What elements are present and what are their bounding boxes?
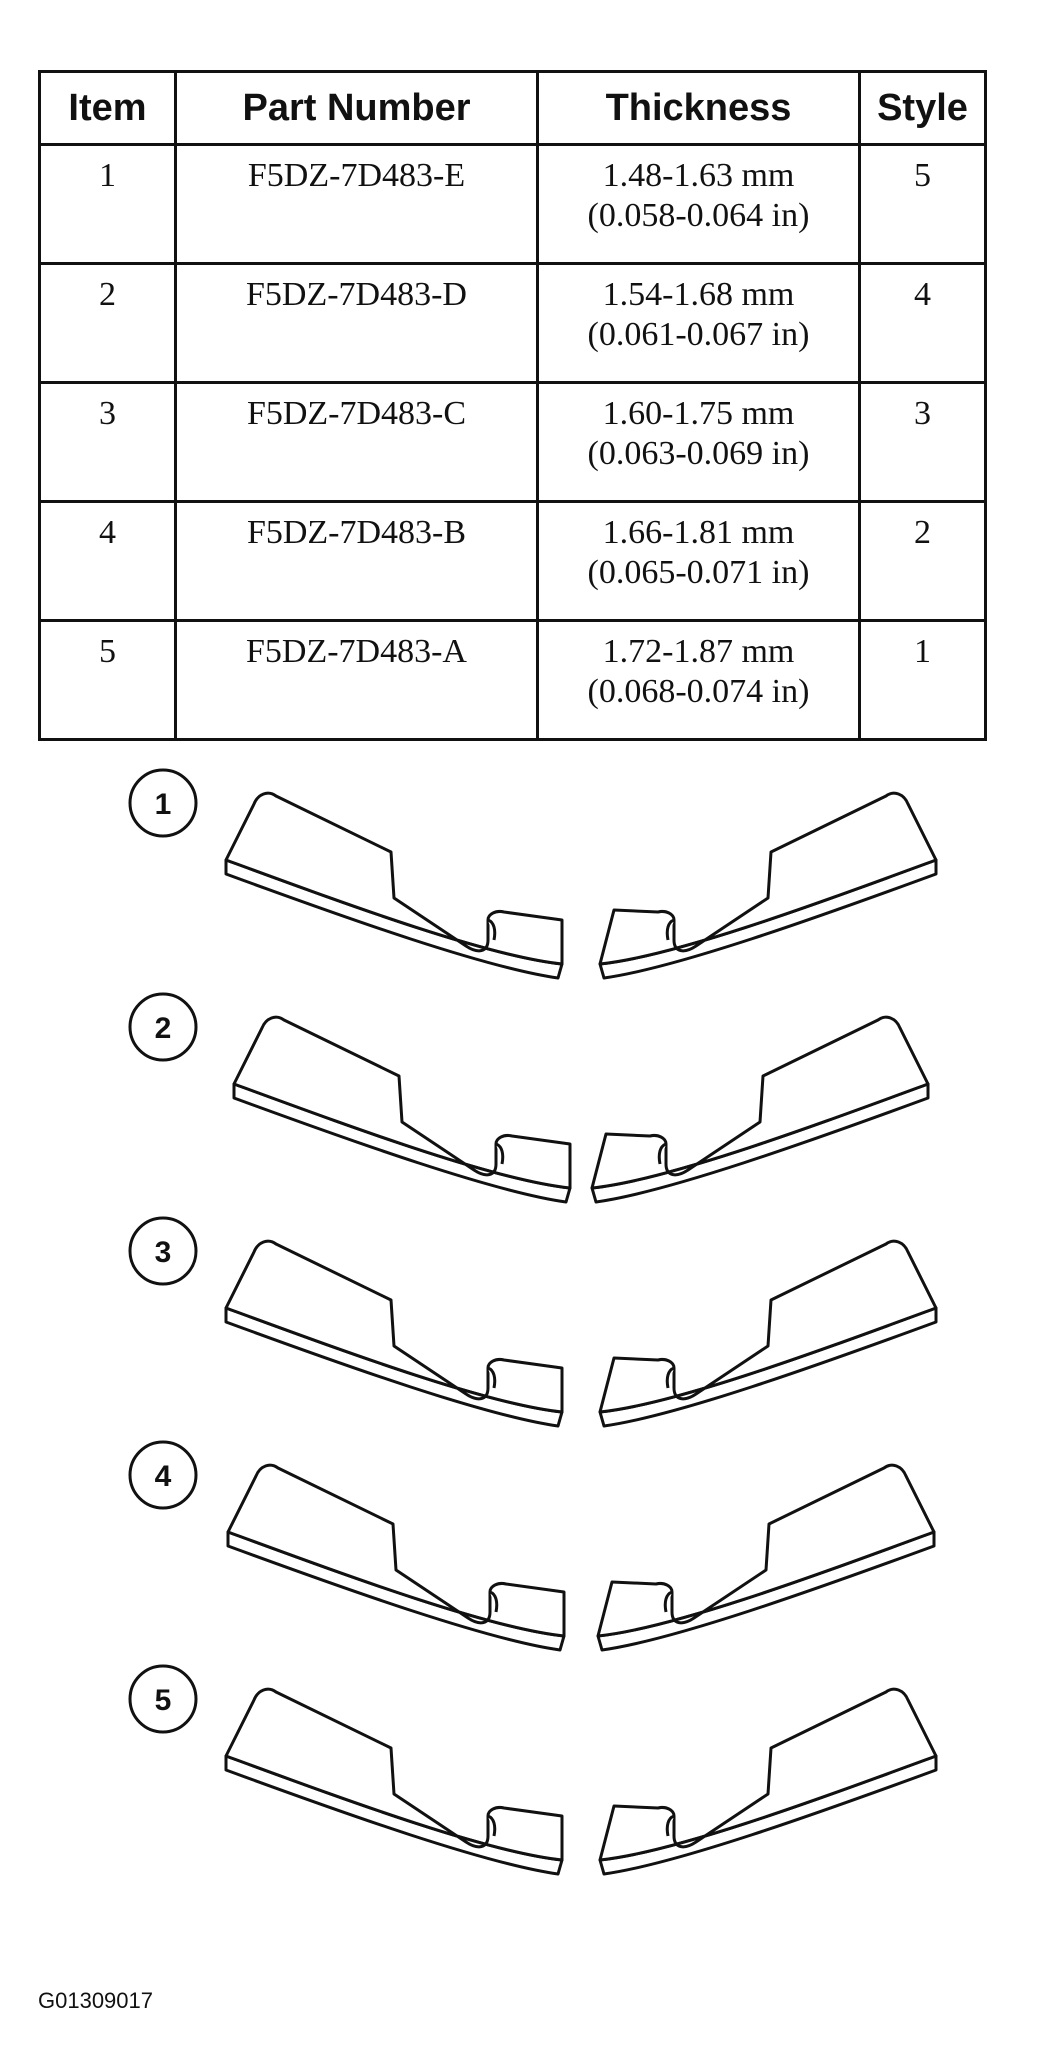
figure-code: G01309017 [38,1988,153,2013]
style-label-3: 3 [155,1236,172,1269]
style-row-2: 2 [128,992,930,1204]
cell-style: 5 [858,143,987,265]
cell-item: 3 [38,381,177,503]
table-row: 4 F5DZ-7D483-B 1.66-1.81 mm(0.065-0.071 … [38,500,987,622]
shim-left-style-3 [224,1239,564,1428]
cell-item: 4 [38,500,177,622]
cell-thickness: 1.66-1.81 mm(0.065-0.071 in) [536,500,861,622]
shim-right-style-5 [598,1687,938,1876]
style-row-3: 3 [128,1216,938,1428]
cell-part-number: F5DZ-7D483-D [174,262,539,384]
table-row: 1 F5DZ-7D483-E 1.48-1.63 mm(0.058-0.064 … [38,143,987,265]
parts-table: Item Part Number Thickness Style 1 F5DZ-… [38,70,987,741]
style-label-1: 1 [155,788,172,821]
header-item: Item [38,70,177,146]
cell-part-number: F5DZ-7D483-C [174,381,539,503]
style-badge-2 [128,992,198,1062]
style-row-5: 5 [128,1664,938,1876]
cell-part-number: F5DZ-7D483-E [174,143,539,265]
cell-item: 1 [38,143,177,265]
style-row-4: 4 [128,1440,936,1652]
shim-left-style-2 [232,1015,572,1204]
table-header-row: Item Part Number Thickness Style [38,70,987,146]
shim-left-style-1 [224,791,564,980]
shim-right-style-1 [598,791,938,980]
thickness-mm: 1.72-1.87 mm [602,633,795,670]
header-style: Style [858,70,987,146]
cell-thickness: 1.72-1.87 mm(0.068-0.074 in) [536,619,861,741]
cell-item: 5 [38,619,177,741]
cell-thickness: 1.48-1.63 mm(0.058-0.064 in) [536,143,861,265]
cell-style: 1 [858,619,987,741]
shim-right-style-4 [596,1463,936,1652]
style-badge-5 [128,1664,198,1734]
header-part-number: Part Number [174,70,539,146]
thickness-mm: 1.60-1.75 mm [602,395,795,432]
thickness-in: (0.065-0.071 in) [587,554,810,591]
table-row: 3 F5DZ-7D483-C 1.60-1.75 mm(0.063-0.069 … [38,381,987,503]
style-label-4: 4 [155,1460,172,1493]
cell-thickness: 1.54-1.68 mm(0.061-0.067 in) [536,262,861,384]
cell-style: 3 [858,381,987,503]
table-row: 5 F5DZ-7D483-A 1.72-1.87 mm(0.068-0.074 … [38,619,987,741]
style-label-2: 2 [155,1012,172,1045]
cell-item: 2 [38,262,177,384]
thickness-mm: 1.54-1.68 mm [602,276,795,313]
thickness-in: (0.068-0.074 in) [587,673,810,710]
style-badge-1 [128,768,198,838]
thickness-mm: 1.48-1.63 mm [602,157,795,194]
thickness-in: (0.063-0.069 in) [587,435,810,472]
style-label-5: 5 [155,1684,172,1717]
shim-left-style-4 [226,1463,566,1652]
thickness-mm: 1.66-1.81 mm [602,514,795,551]
header-thickness: Thickness [536,70,861,146]
thickness-in: (0.058-0.064 in) [587,197,810,234]
style-badge-3 [128,1216,198,1286]
table-row: 2 F5DZ-7D483-D 1.54-1.68 mm(0.061-0.067 … [38,262,987,384]
thickness-in: (0.061-0.067 in) [587,316,810,353]
shim-right-style-2 [590,1015,930,1204]
cell-style: 2 [858,500,987,622]
cell-style: 4 [858,262,987,384]
cell-part-number: F5DZ-7D483-A [174,619,539,741]
style-badge-4 [128,1440,198,1510]
shim-right-style-3 [598,1239,938,1428]
cell-part-number: F5DZ-7D483-B [174,500,539,622]
style-row-1: 1 [128,768,938,980]
cell-thickness: 1.60-1.75 mm(0.063-0.069 in) [536,381,861,503]
shim-left-style-5 [224,1687,564,1876]
